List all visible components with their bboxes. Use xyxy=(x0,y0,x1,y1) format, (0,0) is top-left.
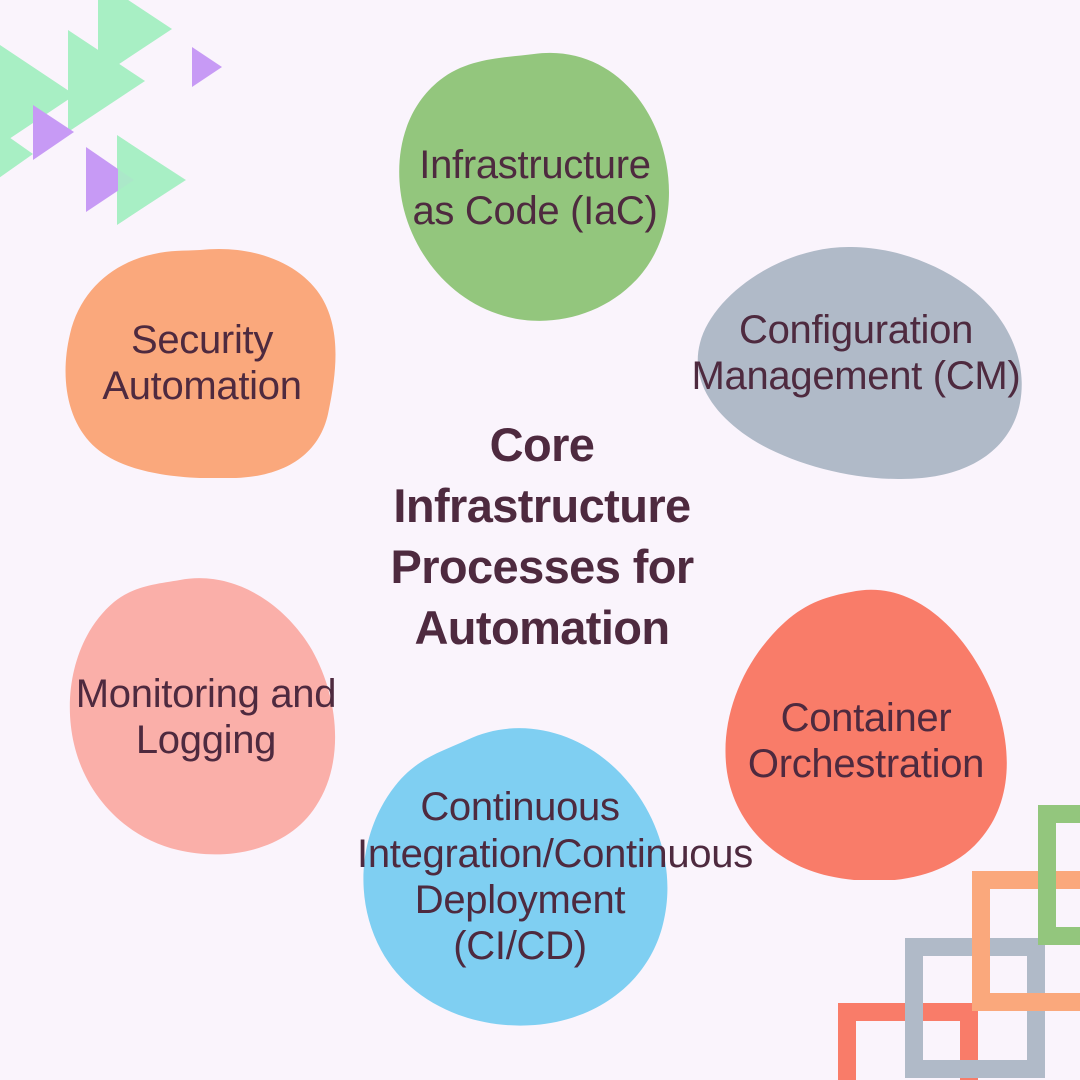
square-outline-red xyxy=(838,1003,978,1080)
node-label: Container Orchestration xyxy=(747,695,985,786)
node-label: Configuration Management (CM) xyxy=(691,307,1021,398)
square-outline-blue-gray xyxy=(905,938,1045,1078)
blob-shape-orange xyxy=(65,249,336,478)
square-outline-green xyxy=(1038,805,1080,945)
node-label: Continuous Integration/Continuous Deploy… xyxy=(357,785,753,969)
node-label: Monitoring and Logging xyxy=(75,671,337,762)
node-container-orchestration[interactable]: Container Orchestration xyxy=(725,588,1007,880)
blob-shape-coral xyxy=(725,589,1007,880)
blob-shape-blue-gray xyxy=(697,247,1022,479)
node-continuous-integration-continuous-deployment[interactable]: Continuous Integration/Continuous Deploy… xyxy=(357,728,753,1026)
purple-triangles xyxy=(33,47,222,212)
node-infrastructure-as-code[interactable]: Infrastructure as Code (IaC) xyxy=(386,52,676,324)
green-triangle-overlays xyxy=(118,136,186,224)
blob-shape-pink xyxy=(69,578,336,855)
node-label: Infrastructure as Code (IaC) xyxy=(412,142,658,233)
green-triangles xyxy=(0,0,185,225)
square-outline-orange xyxy=(972,871,1080,1011)
node-label: Security Automation xyxy=(102,317,302,408)
node-security-automation[interactable]: Security Automation xyxy=(64,248,340,478)
page-title: Core Infrastructure Processes for Automa… xyxy=(390,418,694,655)
node-configuration-management[interactable]: Configuration Management (CM) xyxy=(688,247,1024,479)
blob-shape-sky-blue xyxy=(363,728,668,1026)
node-monitoring-and-logging[interactable]: Monitoring and Logging xyxy=(68,578,344,856)
blob-shape-green xyxy=(399,52,669,321)
